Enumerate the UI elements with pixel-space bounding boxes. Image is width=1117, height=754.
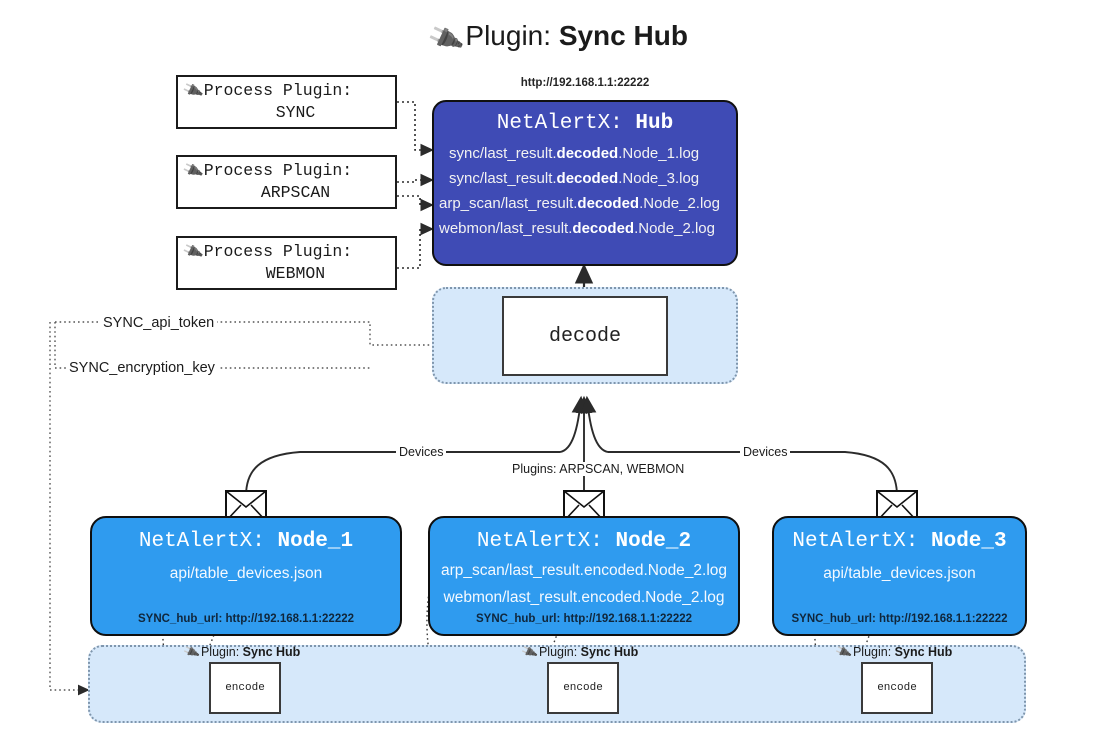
encode-box-node-2[interactable]: encode (547, 662, 619, 714)
plugins-label-center: Plugins: ARPSCAN, WEBMON (509, 462, 688, 476)
decode-box[interactable]: decode (502, 296, 668, 376)
encode-box-node-1[interactable]: encode (209, 662, 281, 714)
process-plugin-line2: WEBMON (265, 263, 326, 283)
process-plugin-box-sync[interactable]: 🔌Process Plugin: SYNC (176, 75, 397, 129)
hub-log-line: arp_scan/last_result.decoded.Node_2.log (439, 195, 720, 212)
node-footer: SYNC_hub_url: http://192.168.1.1:22222 (475, 613, 693, 625)
encoder-plugin-label: 🔌Plugin: Sync Hub (182, 642, 301, 662)
plug-icon: 🔌 (834, 642, 853, 662)
hub-title: NetAlertX: Hub (496, 112, 674, 135)
node-title: NetAlertX: Node_2 (476, 530, 692, 553)
decode-label: decode (548, 324, 621, 348)
plug-icon: 🔌 (520, 642, 539, 662)
plug-icon: 🔌 (181, 240, 206, 264)
node-card-node-1[interactable]: NetAlertX: Node_1 api/table_devices.json… (90, 516, 402, 636)
encode-box-node-3[interactable]: encode (861, 662, 933, 714)
node-line: webmon/last_result.encoded.Node_2.log (443, 589, 725, 606)
node-line: api/table_devices.json (169, 565, 323, 582)
encoder-plugin-label: 🔌Plugin: Sync Hub (520, 642, 639, 662)
node-card-node-2[interactable]: NetAlertX: Node_2 arp_scan/last_result.e… (428, 516, 740, 636)
encoder-plugin-label: 🔌Plugin: Sync Hub (834, 642, 953, 662)
hub-log-line: sync/last_result.decoded.Node_1.log (449, 145, 700, 162)
title-prefix: Plugin: (465, 20, 552, 51)
hub-log-line: sync/last_result.decoded.Node_3.log (449, 170, 700, 187)
sync-api-token-label: SYNC_api_token (100, 315, 218, 331)
process-plugin-box-webmon[interactable]: 🔌Process Plugin: WEBMON (176, 236, 397, 290)
process-plugin-box-arpscan[interactable]: 🔌Process Plugin: ARPSCAN (176, 155, 397, 209)
process-plugin-line2: SYNC (275, 102, 316, 122)
encode-label: encode (877, 682, 917, 694)
process-plugin-line1: 🔌Process Plugin: (181, 240, 353, 264)
devices-label-left: Devices (396, 445, 447, 459)
hub-url-label: http://192.168.1.1:22222 (520, 77, 650, 89)
node-card-node-3[interactable]: NetAlertX: Node_3 api/table_devices.json… (772, 516, 1027, 636)
node-title: NetAlertX: Node_3 (792, 530, 1007, 553)
encode-label: encode (563, 682, 603, 694)
node-line: arp_scan/last_result.encoded.Node_2.log (440, 562, 728, 579)
node-line: api/table_devices.json (823, 565, 976, 582)
node-footer: SYNC_hub_url: http://192.168.1.1:22222 (791, 613, 1008, 625)
hub-log-line: webmon/last_result.decoded.Node_2.log (439, 220, 715, 237)
node-footer: SYNC_hub_url: http://192.168.1.1:22222 (137, 613, 355, 625)
plug-icon: 🔌 (181, 79, 206, 103)
page-title: 🔌Plugin: Sync Hub (0, 14, 1117, 60)
encode-label: encode (225, 682, 265, 694)
node-title: NetAlertX: Node_1 (138, 530, 354, 553)
sync-encryption-key-label: SYNC_encryption_key (66, 360, 218, 376)
process-plugin-line2: ARPSCAN (260, 182, 331, 202)
hub-card[interactable]: NetAlertX: Hub sync/last_result.decoded.… (432, 100, 738, 266)
process-plugin-line1: 🔌Process Plugin: (181, 159, 353, 183)
plug-icon: 🔌 (181, 159, 206, 183)
plug-icon: 🔌 (182, 642, 201, 662)
plug-icon: 🔌 (424, 18, 466, 58)
title-name: Sync Hub (558, 20, 688, 51)
process-plugin-line1: 🔌Process Plugin: (181, 79, 353, 103)
devices-label-right: Devices (740, 445, 791, 459)
